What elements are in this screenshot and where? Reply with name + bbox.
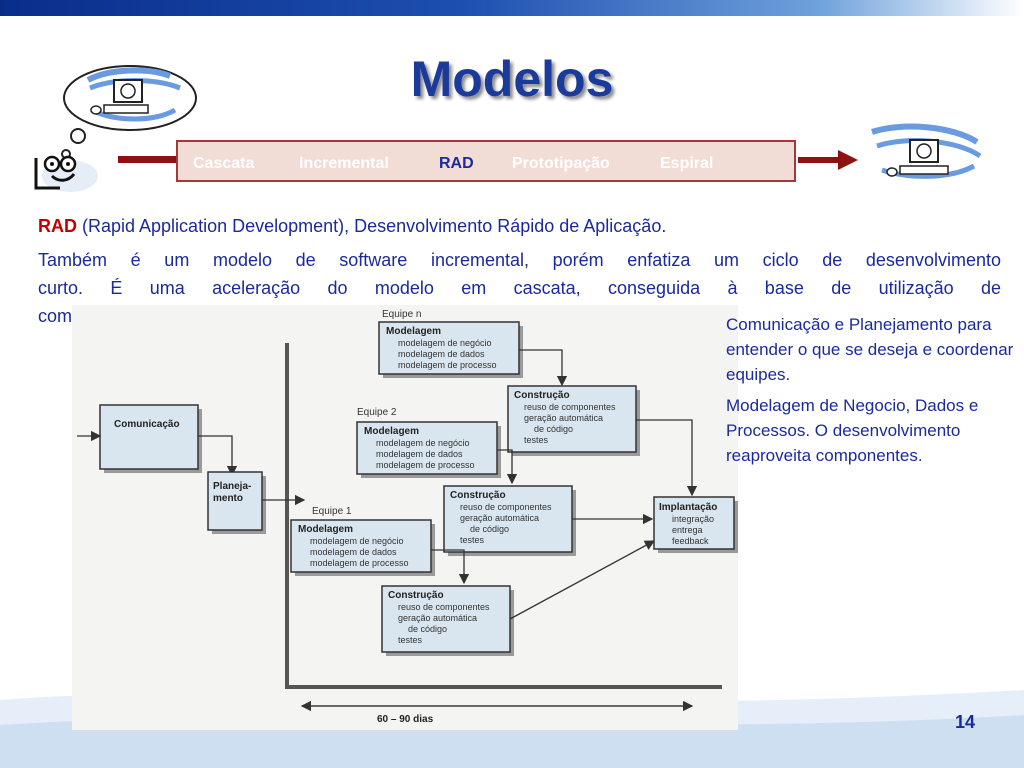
team-1-item-3: modelagem de processo bbox=[310, 558, 409, 568]
team-n-construction-item-4: testes bbox=[524, 435, 549, 445]
side-note-communication: Comunicação e Planejamento para entender… bbox=[726, 315, 1014, 384]
team-1-label: Equipe 1 bbox=[312, 506, 352, 517]
team-2-construction-item-1: reuso de componentes bbox=[460, 502, 552, 512]
nav-arrow-icon bbox=[838, 150, 858, 170]
person-face-icon bbox=[34, 155, 98, 192]
team-1-construction-item-1: reuso de componentes bbox=[398, 602, 490, 612]
team-1-construction-item-3: de código bbox=[408, 624, 447, 634]
team-n-modeling-box bbox=[378, 321, 520, 375]
team-2-construction-item-3: de código bbox=[470, 524, 509, 534]
planning-box bbox=[207, 471, 263, 531]
team-n-construction-item-2: geração automática bbox=[524, 413, 603, 423]
model-nav-bar bbox=[176, 140, 796, 182]
communication-box bbox=[99, 404, 199, 470]
planning-label-2: mento bbox=[213, 493, 243, 504]
nav-item-incremental[interactable]: Incremental bbox=[299, 155, 389, 172]
team-2-construction-item-4: testes bbox=[460, 535, 485, 545]
rad-process-diagram: .bx{fill:#d9e6ef;stroke:#333;stroke-widt… bbox=[72, 305, 738, 730]
team-1-construction-item-4: testes bbox=[398, 635, 423, 645]
nav-item-rad[interactable]: RAD bbox=[439, 155, 474, 172]
team-n-modeling-title: Modelagem bbox=[386, 326, 441, 337]
description-line-2: curto. É uma aceleração do modelo em cas… bbox=[38, 278, 1001, 298]
nav-item-espiral[interactable]: Espiral bbox=[660, 155, 714, 172]
deployment-item-3: feedback bbox=[672, 536, 709, 546]
team-n-item-3: modelagem de processo bbox=[398, 360, 497, 370]
team-n-item-1: modelagem de negócio bbox=[398, 338, 492, 348]
rad-term: RAD bbox=[38, 216, 77, 236]
deployment-title: Implantação bbox=[659, 502, 717, 513]
team-n-construction-box bbox=[507, 385, 637, 453]
team-2-modeling-box bbox=[356, 421, 498, 475]
team-2-modeling-title: Modelagem bbox=[364, 426, 419, 437]
team-2-item-2: modelagem de dados bbox=[376, 449, 463, 459]
team-n-label: Equipe n bbox=[382, 309, 421, 320]
slide-title: Modelos bbox=[410, 51, 614, 107]
deployment-item-2: entrega bbox=[672, 525, 703, 535]
team-1-modeling-box bbox=[290, 519, 432, 573]
team-2-construction-item-2: geração automática bbox=[460, 513, 539, 523]
page-number: 14 bbox=[955, 712, 976, 732]
team-2-construction-box bbox=[443, 485, 573, 553]
team-2-item-3: modelagem de processo bbox=[376, 460, 475, 470]
top-gradient-bar bbox=[0, 0, 1024, 16]
team-1-item-2: modelagem de dados bbox=[310, 547, 397, 557]
definition-paragraph: RAD (Rapid Application Development), Des… bbox=[38, 212, 1001, 240]
nav-connector-left bbox=[118, 156, 178, 163]
team-n-construction-item-3: de código bbox=[534, 424, 573, 434]
description-line-1: Também é um modelo de software increment… bbox=[38, 250, 1001, 270]
deployment-item-1: integração bbox=[672, 514, 714, 524]
rad-definition: (Rapid Application Development), Desenvo… bbox=[77, 216, 667, 236]
deployment-box bbox=[653, 496, 735, 550]
team-2-label: Equipe 2 bbox=[357, 407, 397, 418]
nav-item-cascata[interactable]: Cascata bbox=[193, 155, 255, 172]
team-1-construction-title: Construção bbox=[388, 590, 444, 601]
team-2-item-1: modelagem de negócio bbox=[376, 438, 470, 448]
team-1-item-1: modelagem de negócio bbox=[310, 536, 404, 546]
team-1-construction-item-2: geração automática bbox=[398, 613, 477, 623]
computer-clipart bbox=[871, 123, 982, 179]
team-2-construction-title: Construção bbox=[450, 490, 506, 501]
planning-label-1: Planeja- bbox=[213, 481, 251, 492]
description-paragraph: Também é um modelo de software increment… bbox=[38, 246, 1001, 302]
nav-item-prototipacao[interactable]: Prototipação bbox=[512, 155, 610, 172]
timeline-label: 60 – 90 dias bbox=[377, 714, 434, 725]
nav-connector-right bbox=[798, 157, 840, 163]
team-n-item-2: modelagem de dados bbox=[398, 349, 485, 359]
team-n-construction-title: Construção bbox=[514, 390, 570, 401]
team-1-modeling-title: Modelagem bbox=[298, 524, 353, 535]
side-note-modeling: Modelagem de Negocio, Dados e Processos.… bbox=[726, 396, 979, 465]
communication-label: Comunicação bbox=[114, 419, 180, 430]
team-n-construction-item-1: reuso de componentes bbox=[524, 402, 616, 412]
